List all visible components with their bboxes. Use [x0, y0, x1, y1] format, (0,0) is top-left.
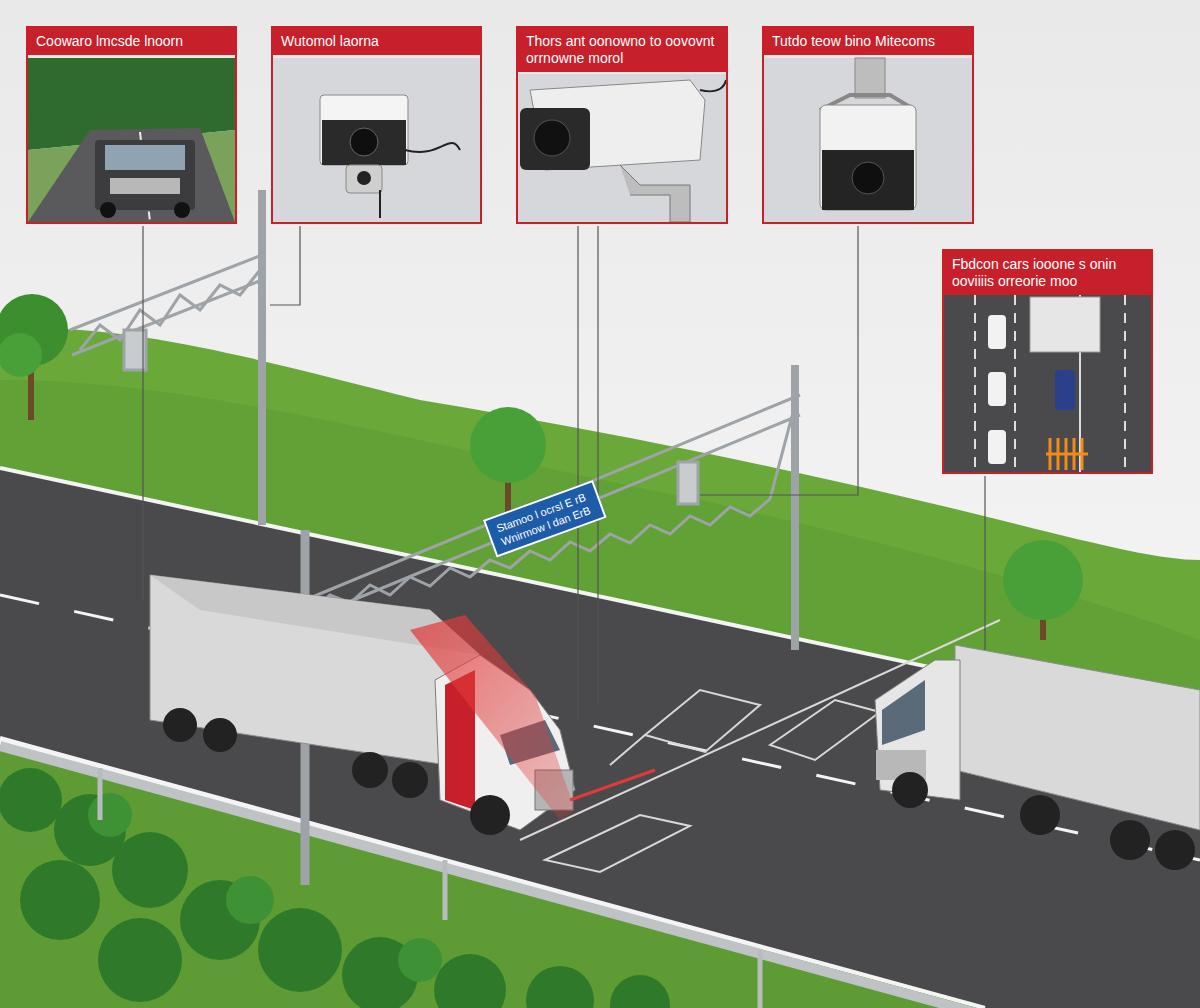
callout-panel: Tutdo teow bino Mitecoms	[762, 26, 974, 224]
panel-heading: Thors ant oonowno to oovovnt orrnowne mo…	[518, 28, 726, 72]
callout-panel: Fbdcon cars iooone s onin ooviiiis orreo…	[942, 249, 1153, 474]
callout-panel: Wutomol laorna	[271, 26, 482, 224]
panel-heading: Fbdcon cars iooone s onin ooviiiis orreo…	[944, 251, 1151, 295]
callout-panel: Coowaro lmcsde lnoorn	[26, 26, 237, 224]
callout-panel: Thors ant oonowno to oovovnt orrnowne mo…	[516, 26, 728, 224]
panel-heading: Wutomol laorna	[273, 28, 480, 55]
road-sign: Stamoo l ocrsl E rBWnirmow l dan ErB	[483, 480, 607, 558]
panel-heading: Tutdo teow bino Mitecoms	[764, 28, 972, 55]
panel-heading: Coowaro lmcsde lnoorn	[28, 28, 235, 55]
